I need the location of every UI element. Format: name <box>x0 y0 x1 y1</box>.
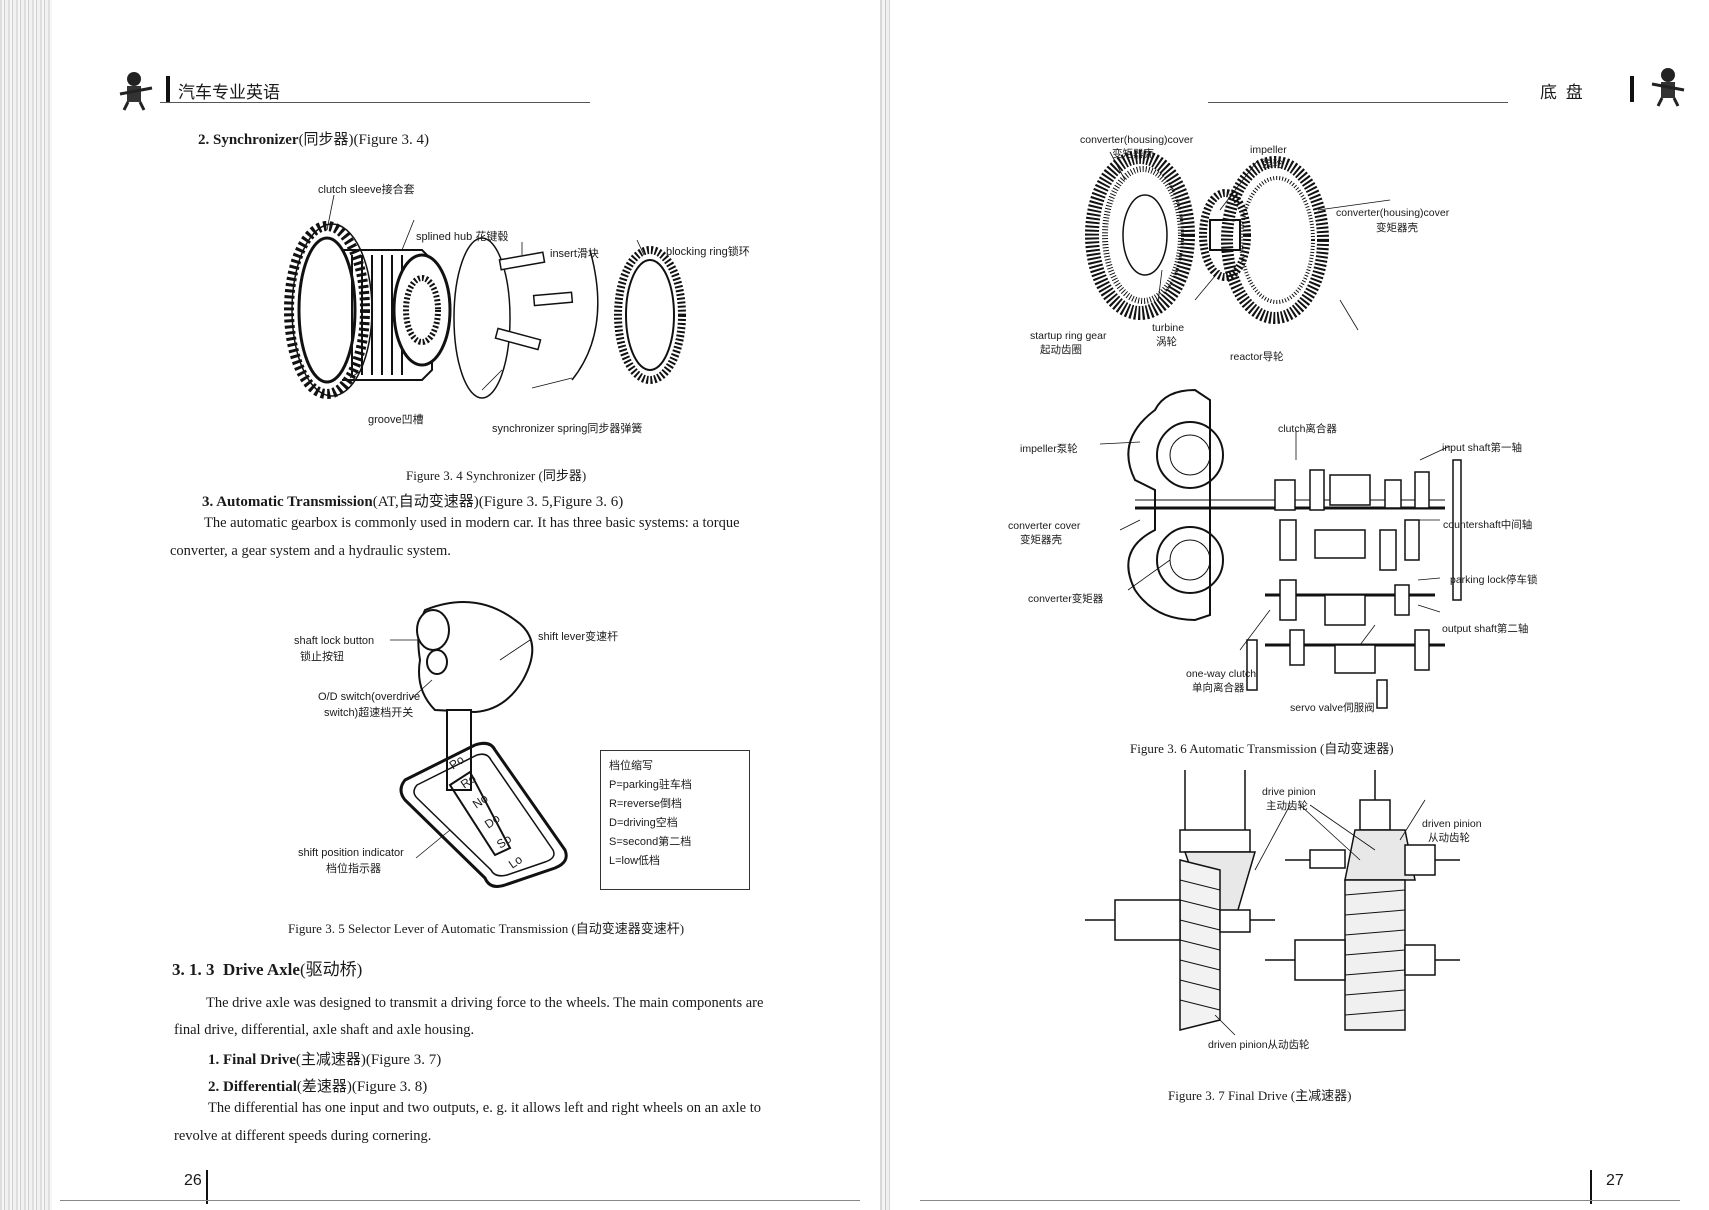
label-shift-indicator-1: shift position indicator <box>298 847 404 859</box>
paragraph-axle-line-2: final drive, differential, axle shaft an… <box>174 1022 475 1038</box>
label-shaft-lock-2: 锁止按钮 <box>300 651 344 663</box>
label-impeller-top-1: impeller <box>1250 144 1287 156</box>
header-icon-left <box>119 72 153 111</box>
footer-rule-right <box>920 1200 1680 1201</box>
figure-3-6-leaders-top <box>1109 151 1391 331</box>
label-countershaft: countershaft中间轴 <box>1443 519 1533 531</box>
header-rule-right <box>1208 102 1508 103</box>
paragraph-at-line-1: The automatic gearbox is commonly used i… <box>204 515 740 531</box>
caption-figure-3-4: Figure 3. 4 Synchronizer (同步器) <box>406 468 587 483</box>
paragraph-axle-line-1: The drive axle was designed to transmit … <box>206 995 764 1011</box>
header-rule-left <box>160 102 590 103</box>
label-conv-cover-right-2: 变矩器壳 <box>1376 222 1418 234</box>
legend-d: D=driving空档 <box>609 817 678 829</box>
figure-3-6-schematic <box>1127 388 1462 709</box>
label-reactor: reactor导轮 <box>1230 351 1284 363</box>
left-page: 汽车专业英语 2. Synchronizer(同步器)(Figure 3. 4) <box>0 0 860 1210</box>
legend-l: L=low低档 <box>609 855 661 867</box>
paragraph-at-line-2: converter, a gear system and a hydraulic… <box>170 543 451 559</box>
figure-3-5-leaders <box>390 639 531 859</box>
label-startup-ring-2: 起动齿圈 <box>1040 344 1082 356</box>
figure-3-6-leaders-bottom <box>1099 430 1451 651</box>
item-differential: 2. Differential(差速器)(Figure 3. 8) <box>208 1079 428 1095</box>
label-od-switch-2: switch)超速档开关 <box>324 707 414 719</box>
label-clutch: clutch离合器 <box>1278 423 1337 435</box>
gear-legend-box: 档位缩写 P=parking驻车档 R=reverse倒档 D=driving空… <box>600 750 750 890</box>
paragraph-diff-line-2: revolve at different speeds during corne… <box>174 1128 432 1144</box>
label-od-switch-1: O/D switch(overdrive <box>318 691 421 703</box>
right-page: 底 盘 converter(housing)cover 变矩器壳 <box>890 0 1709 1210</box>
figure-3-6-torque-converter <box>1085 150 1329 324</box>
footer-mark-right <box>1590 1170 1592 1204</box>
label-blocking-ring: blocking ring锁环 <box>666 246 750 258</box>
label-shift-indicator-2: 档位指示器 <box>326 863 381 875</box>
label-impeller-top-2: 泵轮 <box>1262 158 1283 170</box>
label-insert: insert滑块 <box>550 248 599 260</box>
label-conv-cover-left-2: 变矩器壳 <box>1020 534 1062 546</box>
label-driven-pinion-bottom: driven pinion从动齿轮 <box>1208 1039 1310 1051</box>
label-parking-lock: parking lock停车锁 <box>1450 574 1538 586</box>
item-final-drive: 1. Final Drive(主减速器)(Figure 3. 7) <box>208 1052 442 1068</box>
label-clutch-sleeve: clutch sleeve接合套 <box>318 184 415 196</box>
header-icon-right <box>1651 68 1685 107</box>
figure-3-4-synchronizer <box>284 194 686 399</box>
figure-3-7-final-drive <box>1085 770 1460 1036</box>
legend-r: R=reverse倒档 <box>609 798 683 810</box>
label-impeller-side: impeller泵轮 <box>1020 443 1078 455</box>
label-converter: converter变矩器 <box>1028 593 1104 605</box>
label-turbine-2: 涡轮 <box>1156 336 1177 348</box>
footer-mark-left <box>206 1170 208 1204</box>
page-number-left: 26 <box>184 1172 202 1189</box>
label-servo-valve: servo valve伺服阀 <box>1290 702 1375 714</box>
heading-drive-axle: 3. 1. 3 Drive Axle(驱动桥) <box>172 960 363 979</box>
caption-figure-3-5: Figure 3. 5 Selector Lever of Automatic … <box>288 921 685 936</box>
caption-figure-3-6: Figure 3. 6 Automatic Transmission (自动变速… <box>1130 741 1394 756</box>
label-drive-pinion-2: 主动齿轮 <box>1266 800 1308 812</box>
legend-s: S=second第二档 <box>609 836 692 848</box>
label-conv-cover-right-1: converter(housing)cover <box>1336 207 1450 219</box>
label-shaft-lock-1: shaft lock button <box>294 635 375 647</box>
header-title-left: 汽车专业英语 <box>178 83 280 102</box>
label-one-way-1: one-way clutch <box>1186 668 1257 680</box>
label-synchronizer-spring: synchronizer spring同步器弹簧 <box>492 423 643 435</box>
label-driven-pinion-1: driven pinion <box>1422 818 1482 830</box>
label-one-way-2: 单向离合器 <box>1192 682 1245 694</box>
label-groove: groove凹槽 <box>368 414 424 426</box>
figure-3-5-selector-lever <box>399 601 568 888</box>
label-output-shaft: output shaft第二轴 <box>1442 623 1529 635</box>
footer-rule-left <box>60 1200 860 1201</box>
paragraph-diff-line-1: The differential has one input and two o… <box>208 1100 762 1116</box>
label-input-shaft: input shaft第一轴 <box>1442 442 1522 454</box>
label-turbine-1: turbine <box>1152 322 1185 334</box>
label-shift-lever: shift lever变速杆 <box>538 631 619 643</box>
label-conv-cover-top-1: converter(housing)cover <box>1080 134 1194 146</box>
label-startup-ring-1: startup ring gear <box>1030 330 1107 342</box>
header-bar-right <box>1630 76 1634 102</box>
caption-figure-3-7: Figure 3. 7 Final Drive (主减速器) <box>1168 1088 1352 1103</box>
scan-edge-left <box>0 0 52 1210</box>
page-number-right: 27 <box>1606 1172 1624 1189</box>
label-drive-pinion-1: drive pinion <box>1262 786 1316 798</box>
label-conv-cover-top-2: 变矩器壳 <box>1112 148 1154 160</box>
legend-p: P=parking驻车档 <box>609 779 692 791</box>
heading-automatic-transmission: 3. Automatic Transmission(AT,自动变速器)(Figu… <box>202 494 624 510</box>
legend-title: 档位缩写 <box>609 760 653 772</box>
heading-synchronizer: 2. Synchronizer(同步器)(Figure 3. 4) <box>198 132 429 148</box>
header-title-right: 底 盘 <box>1540 83 1585 102</box>
label-driven-pinion-2: 从动齿轮 <box>1428 832 1470 844</box>
header-bar-left <box>166 76 170 102</box>
label-splined-hub: splined hub 花键毂 <box>416 231 509 243</box>
label-conv-cover-left-1: converter cover <box>1008 520 1081 532</box>
